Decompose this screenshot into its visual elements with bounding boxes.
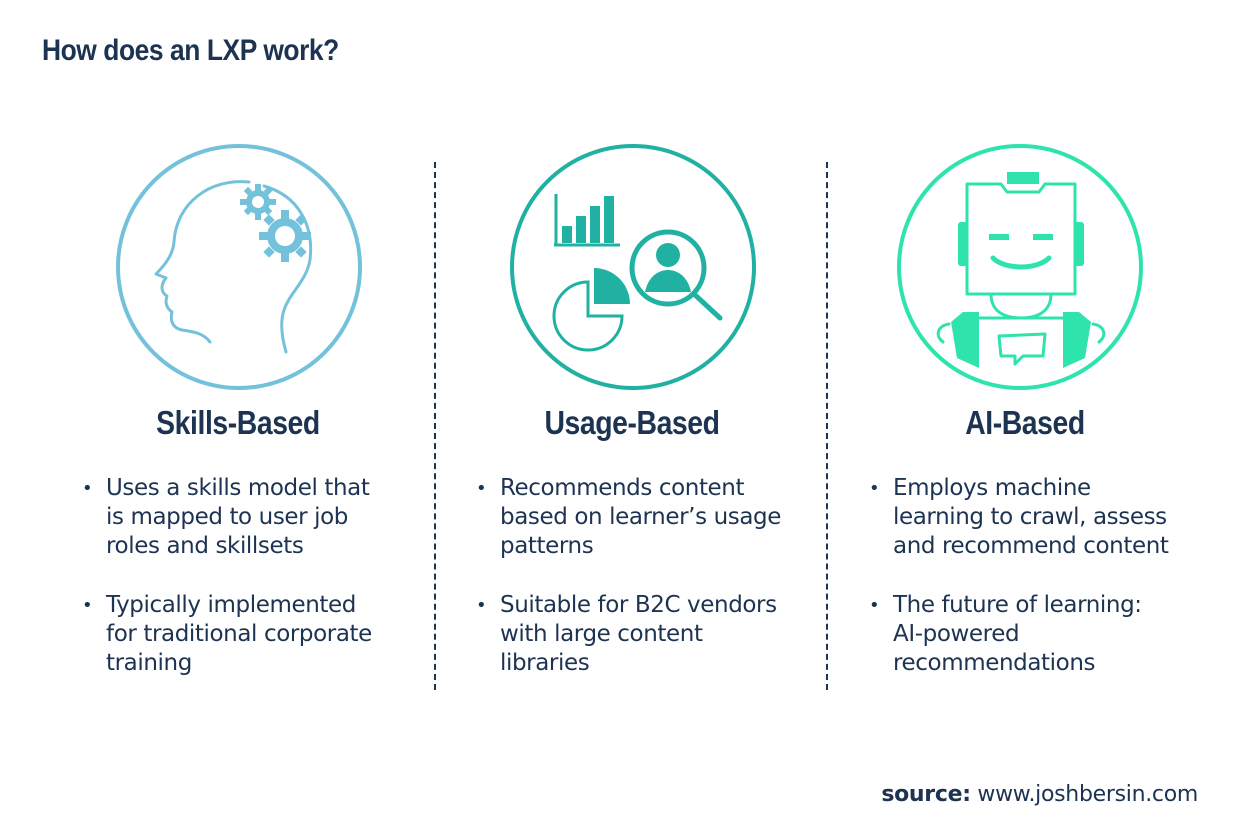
bullet-item: Recommends content based on learner’s us… [474, 474, 784, 561]
head-with-gears-icon [116, 144, 362, 390]
robot-icon [897, 144, 1143, 390]
pie-chart-icon [552, 268, 630, 352]
column-title: AI-Based [965, 404, 1085, 441]
ai-emblem [895, 142, 1145, 392]
usage-emblem [508, 142, 758, 392]
column-divider [434, 162, 436, 690]
usage-based-column: Usage-Based Recommends content based on … [462, 0, 802, 834]
bullet-list: Employs machine learning to crawl, asses… [867, 474, 1177, 708]
bullet-list: Recommends content based on learner’s us… [474, 474, 784, 708]
source-credit: source: www.joshbersin.com [881, 782, 1198, 807]
bullet-item: Uses a skills model that is mapped to us… [80, 474, 390, 561]
column-title: Skills-Based [156, 404, 320, 441]
column-divider [826, 162, 828, 690]
skills-based-column: Skills-Based Uses a skills model that is… [68, 0, 408, 834]
magnifier-user-icon [629, 229, 723, 321]
column-title: Usage-Based [544, 404, 720, 441]
bullet-item: Suitable for B2C vendors with large cont… [474, 591, 784, 678]
source-url: www.joshbersin.com [977, 782, 1198, 807]
page-title: How does an LXP work? [42, 34, 339, 67]
bullet-item: The future of learning: AI-powered recom… [867, 591, 1177, 678]
bullet-item: Typically implemented for traditional co… [80, 591, 390, 678]
source-label: source: [881, 782, 971, 807]
skills-emblem [114, 142, 364, 392]
ai-based-column: AI-Based Employs machine learning to cra… [855, 0, 1195, 834]
bullet-item: Employs machine learning to crawl, asses… [867, 474, 1177, 561]
analytics-search-icon [510, 144, 756, 390]
bullet-list: Uses a skills model that is mapped to us… [80, 474, 390, 708]
bar-chart-icon [554, 194, 620, 247]
